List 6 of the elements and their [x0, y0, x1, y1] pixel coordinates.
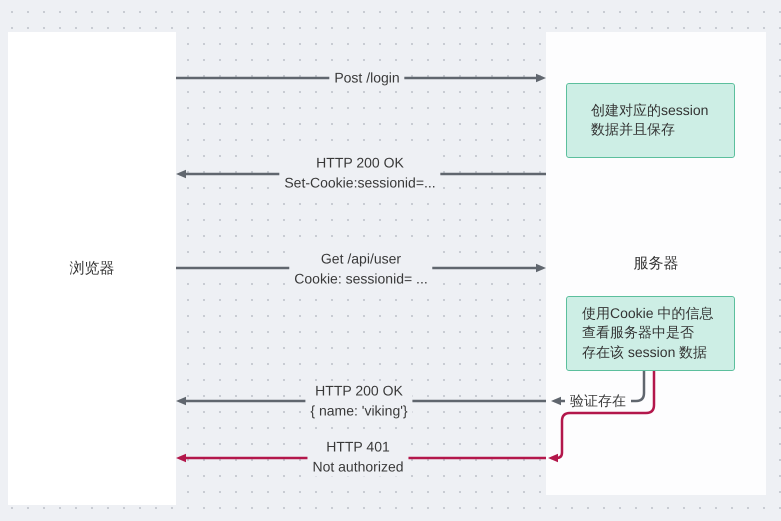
lane-panel [546, 32, 766, 495]
process-box: 创建对应的session数据并且保存 [566, 83, 735, 158]
lane-title: 服务器 [634, 254, 678, 273]
lane-panel: 浏览器 [8, 32, 176, 505]
arrow [548, 371, 656, 462]
process-box: 使用Cookie 中的信息查看服务器中是否存在该 session 数据 [566, 296, 735, 371]
